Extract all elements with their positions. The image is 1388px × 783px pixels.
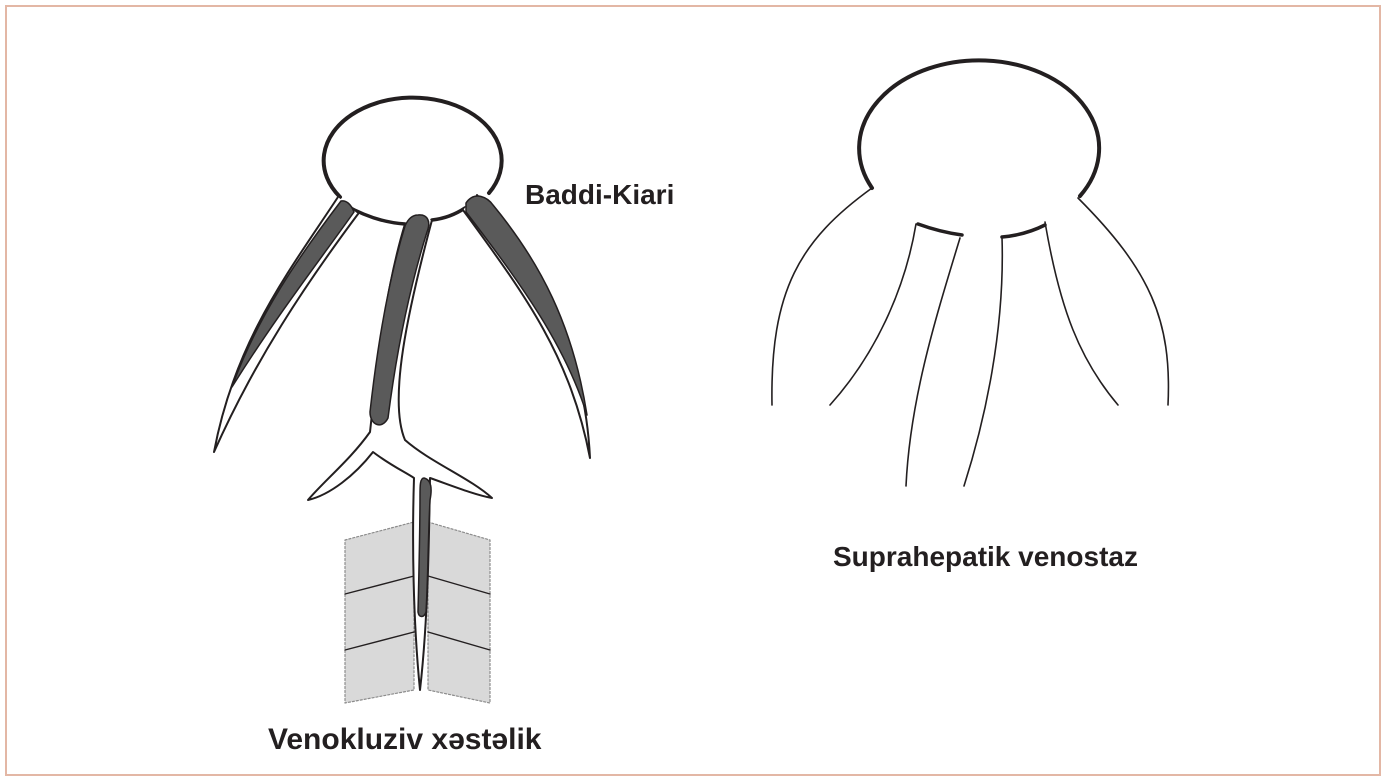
hepatic-veins-dilated xyxy=(772,188,1169,486)
label-suprahepatic-stasis: Suprahepatik venostaz xyxy=(833,543,1138,571)
label-veno-occlusive: Venokluziv xəstəlik xyxy=(268,725,541,755)
hepatic-vein-right xyxy=(463,195,590,458)
tissue-block-right xyxy=(428,522,490,703)
label-budd-chiari: Baddi-Kiari xyxy=(525,181,674,209)
hepatic-vein-left xyxy=(214,197,358,452)
tissue-block-left xyxy=(345,522,414,703)
suprahepatic-figure xyxy=(772,60,1169,486)
vena-cava-right xyxy=(859,60,1099,237)
